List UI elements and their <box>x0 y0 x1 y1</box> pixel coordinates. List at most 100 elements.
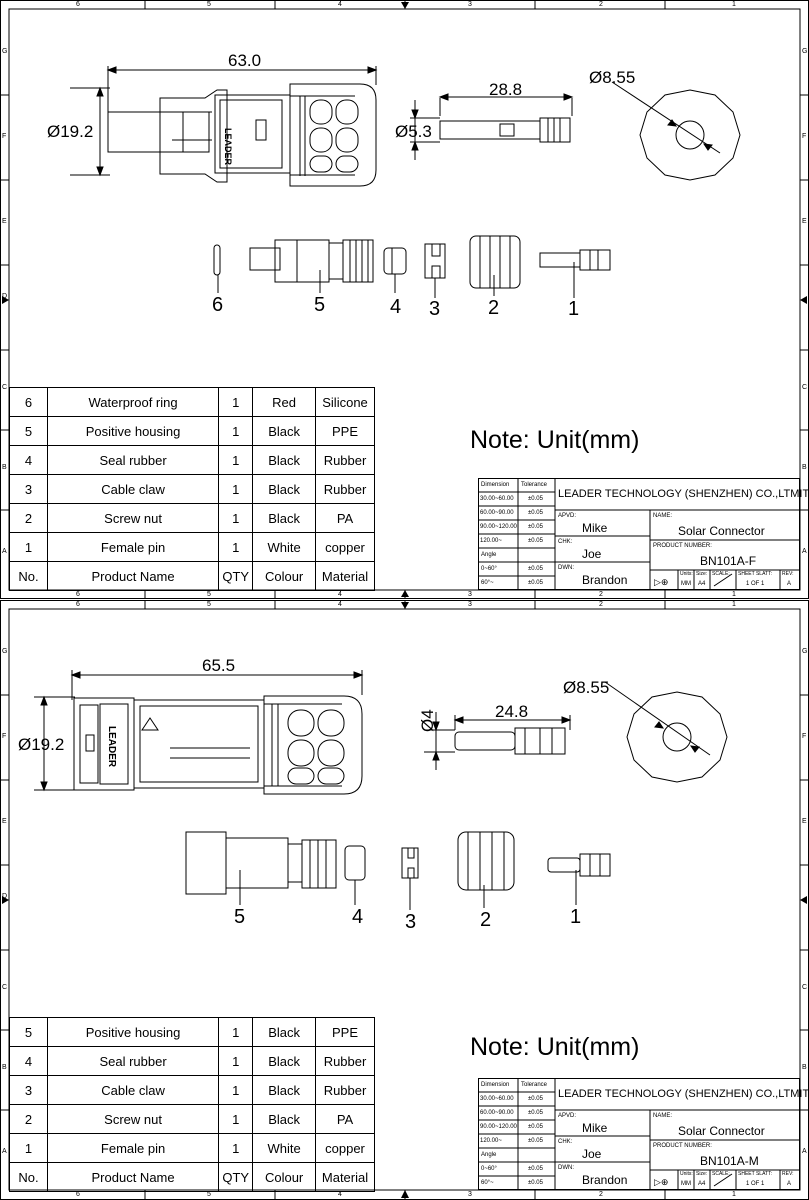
bom-cell: Material <box>315 561 375 591</box>
bom-cell: Silicone <box>315 387 375 417</box>
title-block: Dimension Tolerance 30.00~60.00 60.00~90… <box>478 478 809 590</box>
bom-cell: 1 <box>9 1133 48 1163</box>
tb-tol: ±0.05 <box>528 510 543 516</box>
bom-cell: Rubber <box>315 474 375 504</box>
callout-1: 1 <box>568 298 580 320</box>
tb-rev-label: REV: <box>782 1171 794 1177</box>
tb-rev: A <box>787 1181 792 1187</box>
pin-diameter-dimension: Ø5.3 <box>395 122 432 141</box>
bom-cell: 4 <box>9 1046 48 1076</box>
bom-cell: Product Name <box>46 561 220 591</box>
ruler-col: 6 <box>76 601 80 608</box>
bom-cell: Colour <box>252 1162 317 1192</box>
bom-cell: Screw nut <box>46 1104 220 1134</box>
bom-cell: 5 <box>9 1017 48 1047</box>
ruler-row: E <box>802 218 807 225</box>
bom-cell: Black <box>252 503 317 533</box>
tb-dwn-label: DWN: <box>558 1165 574 1171</box>
bom-cell: Seal rubber <box>46 1046 220 1076</box>
tb-apvd-label: APVD: <box>558 513 577 519</box>
bom-cell: Black <box>252 445 317 475</box>
tb-tol: ±0.05 <box>528 524 543 530</box>
ruler-col: 5 <box>207 601 211 608</box>
tb-apvd-label: APVD: <box>558 1113 577 1119</box>
housing-brand-text: LEADER <box>223 128 233 166</box>
tb-size: A4 <box>698 1181 706 1187</box>
ruler-row: E <box>802 818 807 825</box>
ruler-col: 3 <box>468 1191 472 1198</box>
company-name: LEADER TECHNOLOGY (SHENZHEN) CO.,LTMITED <box>558 1088 809 1100</box>
drawing-sheet-male: 65.5 Ø19.2 24.8 Ø4 Ø8.55 LEADER 5 4 3 2 … <box>0 600 809 1200</box>
ruler-row: E <box>2 818 7 825</box>
tb-scale-label: SCALE: <box>712 571 730 577</box>
callout-2: 2 <box>480 909 492 931</box>
ruler-row: G <box>2 648 8 655</box>
bom-cell: PPE <box>315 416 375 446</box>
ruler-col: 1 <box>732 1191 736 1198</box>
ruler-col: 1 <box>732 591 736 598</box>
bom-cell: Material <box>315 1162 375 1192</box>
ruler-row: G <box>802 648 808 655</box>
tb-size: A4 <box>698 581 706 587</box>
bom-cell: 1 <box>218 503 254 533</box>
bom-cell: PPE <box>315 1017 375 1047</box>
bom-cell: Product Name <box>46 1162 220 1192</box>
ruler-row: C <box>2 984 8 991</box>
ruler-row: A <box>802 548 807 555</box>
bom-cell: Cable claw <box>46 474 220 504</box>
tb-dimension-label: Dimension <box>481 1082 510 1088</box>
ruler-row: A <box>2 1148 7 1155</box>
tb-name-label: NAME: <box>653 513 673 519</box>
ruler-col: 6 <box>76 591 80 598</box>
callout-4: 4 <box>352 906 364 928</box>
bom-cell: 5 <box>9 416 48 446</box>
tb-units-label: Units: <box>680 1171 693 1177</box>
tb-tol: ±0.05 <box>528 496 543 502</box>
ruler-row: D <box>2 893 8 900</box>
tb-size-label: Size: <box>696 571 708 577</box>
tb-tol: ±0.05 <box>528 1096 543 1102</box>
bom-cell: No. <box>9 1162 48 1192</box>
bom-cell: Positive housing <box>46 1017 220 1047</box>
bom-cell: QTY <box>218 1162 254 1192</box>
tb-pn-label: PRODUCT NUMBER: <box>653 1143 712 1149</box>
tb-range: 90.00~120.00 <box>480 1124 517 1130</box>
tb-range: 60.00~90.00 <box>480 510 514 516</box>
ruler-row: B <box>802 1064 807 1071</box>
drawing-frame-female <box>0 0 809 599</box>
bom-cell: 2 <box>9 503 48 533</box>
ruler-row: F <box>2 133 7 140</box>
tb-tol: ±0.05 <box>528 1124 543 1130</box>
ruler-col: 1 <box>732 1 736 8</box>
bom-cell: 1 <box>218 1046 254 1076</box>
tb-tol: ±0.05 <box>528 1110 543 1116</box>
ruler-col: 1 <box>732 601 736 608</box>
ruler-row: C <box>802 984 808 991</box>
callout-5: 5 <box>314 294 326 316</box>
callout-1: 1 <box>570 906 582 928</box>
ruler-col: 3 <box>468 1 472 8</box>
tb-dwn-label: DWN: <box>558 565 574 571</box>
bom-cell: 1 <box>218 445 254 475</box>
bom-cell: 1 <box>218 474 254 504</box>
bom-cell: 4 <box>9 445 48 475</box>
product-name: Solar Connector <box>678 524 765 538</box>
bom-cell: 1 <box>218 1075 254 1105</box>
nut-diameter-dimension: Ø8.55 <box>589 68 636 87</box>
company-name: LEADER TECHNOLOGY (SHENZHEN) CO.,LTMITED <box>558 488 809 500</box>
projection-icon: ▷⊕ <box>654 577 669 587</box>
tb-angle-range: 60°~ <box>481 580 494 586</box>
bom-cell: Cable claw <box>46 1075 220 1105</box>
ruler-row: C <box>802 384 808 391</box>
bom-cell: Waterproof ring <box>46 387 220 417</box>
ruler-row: B <box>2 1064 7 1071</box>
tb-angle-tol: ±0.05 <box>528 1166 543 1172</box>
